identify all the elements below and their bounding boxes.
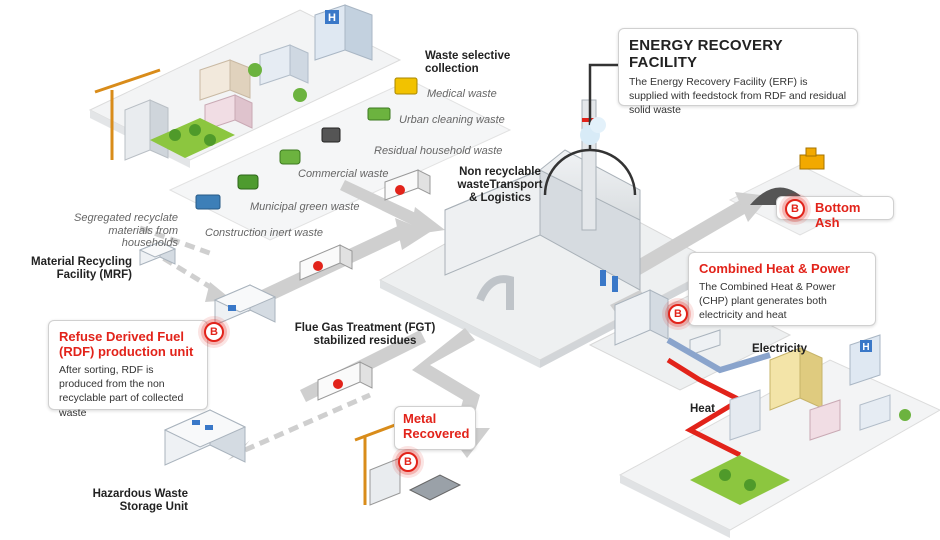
erf-info-box: ENERGY RECOVERY FACILITY The Energy Reco… <box>618 28 858 116</box>
label-fgt: Flue Gas Treatment (FGT) stabilized resi… <box>294 322 436 348</box>
electricity-line <box>666 337 771 374</box>
dashed-arrows <box>139 225 372 453</box>
hazardous-storage-building <box>163 409 247 466</box>
chp-info-box: Combined Heat & Power The Combined Heat … <box>688 252 876 326</box>
metal-recovery-site <box>354 423 462 506</box>
label-segregated-recyclate: Segregated recyclate materials from hous… <box>74 212 178 250</box>
label-commercial-waste: Commercial waste <box>298 168 389 180</box>
svg-text:H: H <box>862 342 869 353</box>
erf-title: ENERGY RECOVERY FACILITY <box>629 37 783 71</box>
svg-text:H: H <box>328 12 336 24</box>
chp-building <box>614 289 721 356</box>
badge-chp: B <box>668 304 688 324</box>
label-urban-cleaning-waste: Urban cleaning waste <box>399 114 505 126</box>
metal-recovered-box: Metal Recovered <box>394 406 476 450</box>
badge-metal: B <box>398 452 418 472</box>
label-residual-household-waste: Residual household waste <box>374 145 503 157</box>
bottom-ash-label: Bottom Ash <box>815 200 861 230</box>
chimney-smoke <box>543 63 690 196</box>
truck-collection <box>384 169 431 201</box>
collection-bins <box>195 77 418 210</box>
city-buildings-bottom-right: H <box>690 334 911 505</box>
mrf-building <box>138 241 177 266</box>
label-non-recyclable-transport: Non recyclable wasteTransport & Logistic… <box>457 166 543 205</box>
metal-line1: Metal <box>403 411 437 426</box>
rdf-building <box>213 284 277 326</box>
collection-platform <box>168 79 512 241</box>
label-medical-waste: Medical waste <box>427 88 497 100</box>
truck-fgt <box>317 361 373 401</box>
label-construction-inert-waste: Construction inert waste <box>205 227 323 239</box>
rdf-title-line1: Refuse Derived Fuel <box>59 329 184 344</box>
chp-title: Combined Heat & Power <box>699 261 850 276</box>
chp-description: The Combined Heat & Power (CHP) plant ge… <box>699 281 836 322</box>
label-electricity: Electricity <box>752 343 807 355</box>
rdf-info-box: Refuse Derived Fuel (RDF) production uni… <box>48 320 208 419</box>
rdf-description: After sorting, RDF is produced from the … <box>59 364 184 419</box>
label-hazardous-storage: Hazardous Waste Storage Unit <box>92 488 188 514</box>
label-heat: Heat <box>690 403 715 415</box>
waste-collection-title: Waste selective collection <box>425 50 511 76</box>
rdf-title-line2: (RDF) production unit <box>59 344 194 359</box>
badge-bottom-ash: B <box>785 199 805 219</box>
label-mrf: Material Recycling Facility (MRF) <box>31 256 132 282</box>
badge-rdf: B <box>204 322 224 342</box>
truck-transport-1 <box>299 244 353 281</box>
label-municipal-green-waste: Municipal green waste <box>250 201 360 213</box>
metal-line2: Recovered <box>403 426 470 441</box>
erf-description: The Energy Recovery Facility (ERF) is su… <box>629 76 847 117</box>
city-buildings-top-left: H <box>94 4 373 161</box>
